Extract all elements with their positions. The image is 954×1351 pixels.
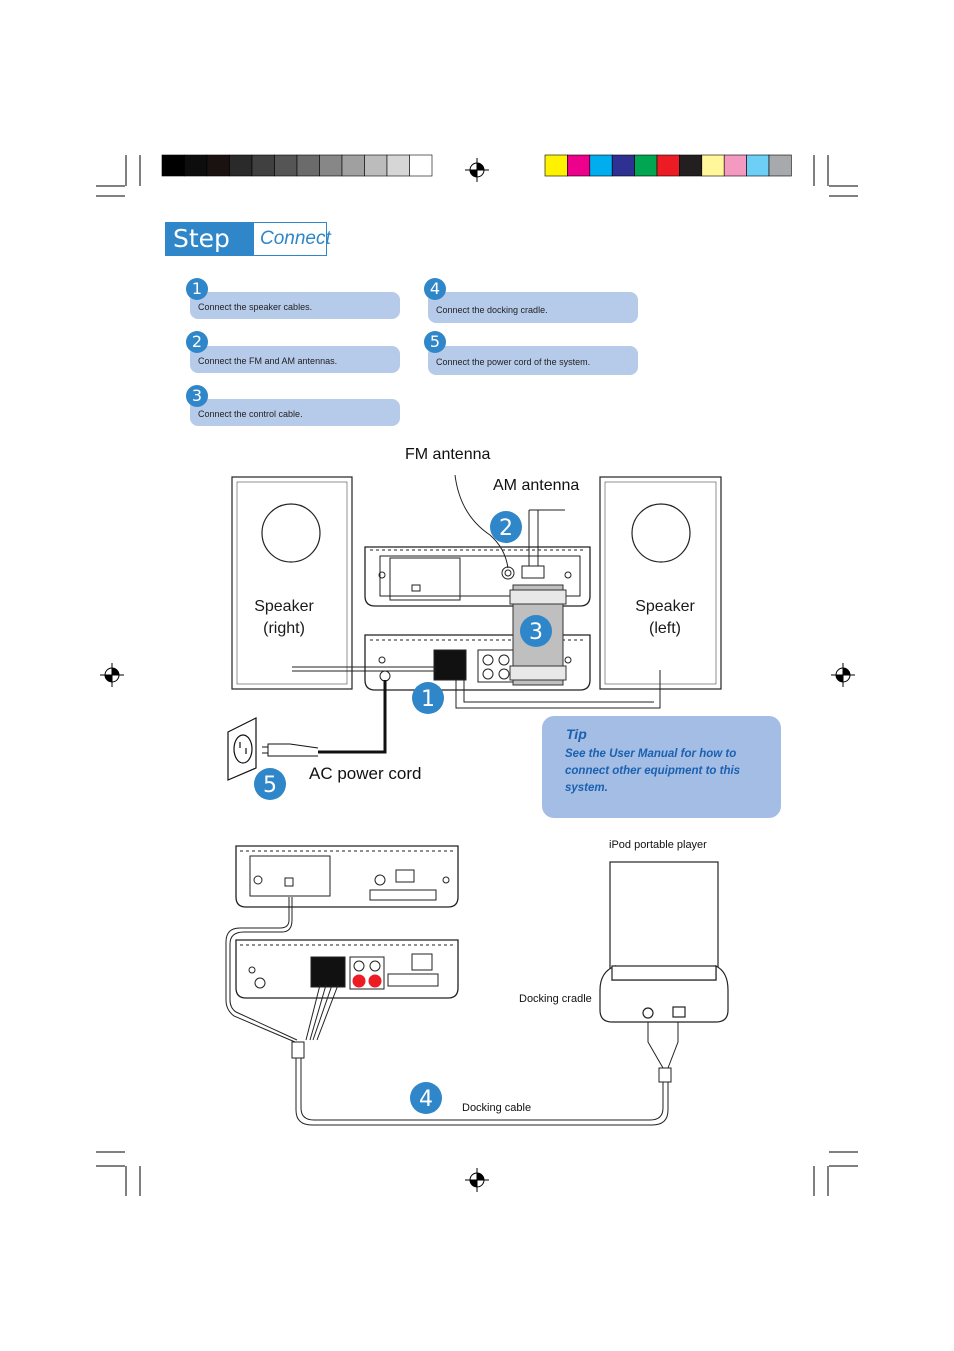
step-1-pill: Connect the speaker cables.	[190, 292, 400, 319]
power-cord	[262, 680, 387, 757]
ipod-illustration	[609, 861, 719, 979]
marker-2: 2	[499, 516, 513, 541]
docking-cradle-illustration	[599, 965, 729, 1023]
step-4-pill: Connect the docking cradle.	[428, 292, 638, 323]
step-2-pill: Connect the FM and AM antennas.	[190, 346, 400, 373]
marker-3: 3	[529, 620, 543, 645]
docking-cable-label: Docking cable	[462, 1102, 532, 1114]
step-5-number: 5	[424, 331, 446, 353]
step-5-text: Connect the power cord of the system.	[436, 357, 591, 367]
wall-socket-icon	[227, 717, 257, 781]
speaker-left-line2: (left)	[649, 620, 681, 637]
marker-1-circle	[412, 682, 444, 714]
tip-box: Tip See the User Manual for how to conne…	[542, 716, 781, 818]
amplifier-unit-illustration	[364, 634, 591, 691]
speaker-left-label: Speaker (left)	[625, 596, 705, 640]
marker-3-circle	[520, 615, 552, 647]
step-header: Step A Connect	[165, 222, 331, 287]
marker-4: 4	[419, 1087, 433, 1112]
tip-title: Tip	[566, 726, 587, 742]
step-label: Step A	[165, 222, 253, 287]
step-name: Connect	[253, 222, 331, 256]
ac-power-cord-label: AC power cord	[309, 764, 422, 783]
marker-1: 1	[421, 687, 435, 712]
ipod-label: iPod portable player	[609, 839, 707, 851]
step-2-number: 2	[186, 331, 208, 353]
step-4-text: Connect the docking cradle.	[436, 305, 548, 315]
step-3-pill: Connect the control cable.	[190, 399, 400, 426]
step-1-number: 1	[186, 278, 208, 300]
step-5-pill: Connect the power cord of the system.	[428, 346, 638, 375]
antenna-wires	[454, 474, 565, 569]
speaker-wires	[292, 666, 661, 709]
step-3-number: 3	[186, 385, 208, 407]
speaker-right-line1: Speaker	[254, 598, 314, 615]
marker-5-circle	[254, 768, 286, 800]
step-1-text: Connect the speaker cables.	[198, 302, 313, 312]
marker-2-circle	[490, 511, 522, 543]
fm-antenna-label: FM antenna	[405, 446, 491, 463]
grayscale-swatch	[409, 154, 433, 177]
am-antenna-label: AM antenna	[493, 477, 580, 494]
step-4-number: 4	[424, 278, 446, 300]
docking-cradle-label: Docking cradle	[519, 993, 592, 1005]
speaker-right-line2: (right)	[263, 620, 305, 637]
color-swatch	[768, 154, 792, 177]
speaker-right-illustration	[231, 476, 353, 690]
main-unit-illustration	[364, 546, 591, 607]
tip-body: See the User Manual for how to connect o…	[565, 748, 741, 794]
amplifier-rear-illustration	[235, 939, 459, 999]
step-2-text: Connect the FM and AM antennas.	[198, 356, 338, 366]
marker-4-circle	[410, 1082, 442, 1114]
main-unit-rear-illustration	[235, 845, 459, 908]
speaker-left-line1: Speaker	[635, 598, 695, 615]
step-3-text: Connect the control cable.	[198, 409, 303, 419]
speaker-right-label: Speaker (right)	[244, 596, 324, 640]
marker-5: 5	[263, 773, 277, 798]
